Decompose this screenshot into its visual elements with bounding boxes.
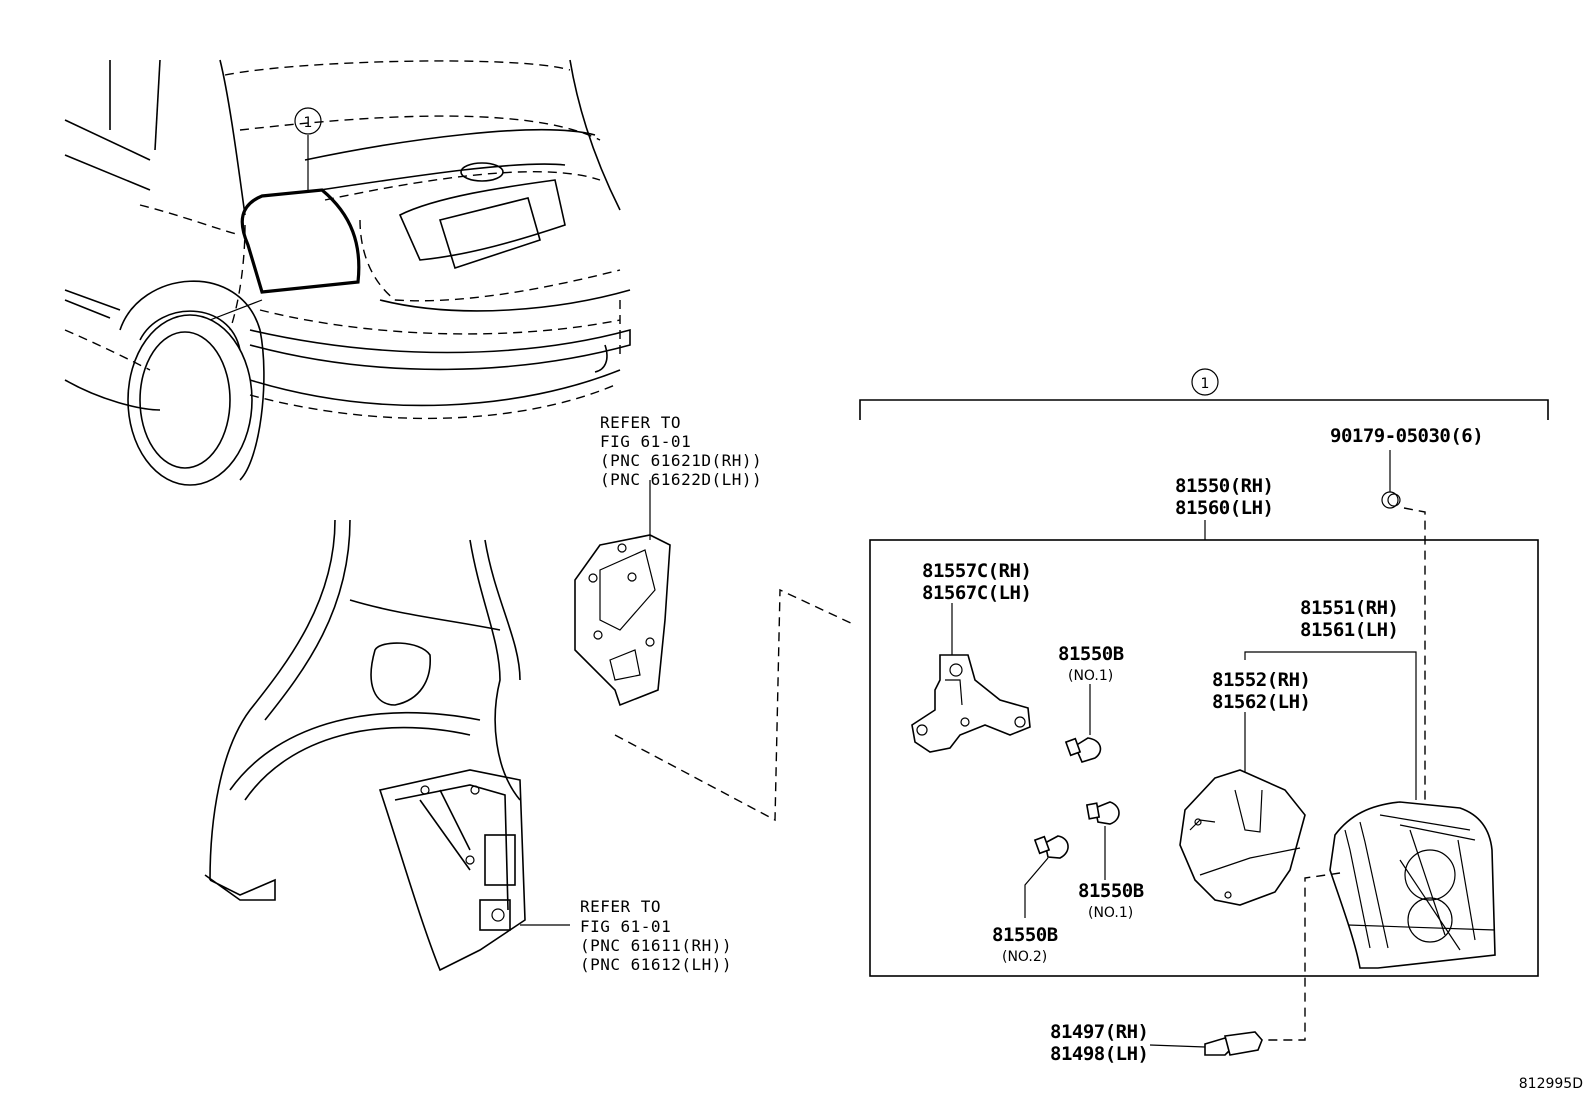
- socket-leader: [1255, 872, 1341, 1041]
- socket-part: [1204, 1031, 1263, 1056]
- bulb-mid-icon: [1085, 801, 1120, 825]
- bracket-leader: [614, 588, 856, 822]
- note-bulb-mid: (NO.1): [1088, 905, 1133, 921]
- refer-bottom-line3: (PNC 61611(RH)): [580, 936, 732, 955]
- inner-panel-bracket: [574, 480, 671, 707]
- bulb-top-icon: [1064, 737, 1102, 763]
- refer-bottom-line4: (PNC 61612(LH)): [580, 955, 732, 974]
- label-81561: 81561(LH): [1300, 619, 1398, 641]
- refer-top-line3: (PNC 61621D(RH)): [600, 451, 762, 470]
- refer-top-line1: REFER TO: [600, 413, 681, 432]
- lamp-assembly-box: [869, 539, 1539, 977]
- refer-bottom-line1: REFER TO: [580, 897, 661, 916]
- refer-bottom-line2: FIG 61-01: [580, 917, 671, 936]
- rear-lamp-lens-part: [1329, 801, 1496, 969]
- label-81557c: 81557C(RH): [922, 560, 1031, 582]
- label-81552: 81552(RH): [1212, 669, 1310, 691]
- label-bulb-mid: 81550B: [1078, 880, 1144, 902]
- car-rear-illustration: 1: [64, 59, 631, 486]
- label-81550: 81550(RH): [1175, 475, 1273, 497]
- note-bulb-top: (NO.1): [1068, 668, 1113, 684]
- label-81567c: 81567C(LH): [922, 582, 1031, 604]
- bulb-low-icon: [1033, 835, 1069, 859]
- refer-top-line4: (PNC 61622D(LH)): [600, 470, 762, 489]
- label-bolt: 90179-05030(6): [1330, 425, 1483, 447]
- gasket-part: [1179, 769, 1306, 906]
- callout-1-car: 1: [304, 115, 313, 131]
- quarter-panel-illustration: [204, 519, 570, 972]
- label-81498: 81498(LH): [1050, 1043, 1148, 1065]
- label-81560: 81560(LH): [1175, 497, 1273, 519]
- callout-1-assembly: 1: [1201, 376, 1210, 392]
- diagram-id: 812995D: [1519, 1076, 1583, 1092]
- note-bulb-low: (NO.2): [1002, 949, 1047, 965]
- assembly-brace: [859, 399, 1549, 420]
- label-81551: 81551(RH): [1300, 597, 1398, 619]
- bolt-icon: [1381, 491, 1401, 509]
- label-81497: 81497(RH): [1050, 1021, 1148, 1043]
- label-bulb-low: 81550B: [992, 924, 1058, 946]
- label-bulb-top: 81550B: [1058, 643, 1124, 665]
- refer-top-line2: FIG 61-01: [600, 432, 691, 451]
- bracket-part: [911, 654, 1031, 753]
- label-81562: 81562(LH): [1212, 691, 1310, 713]
